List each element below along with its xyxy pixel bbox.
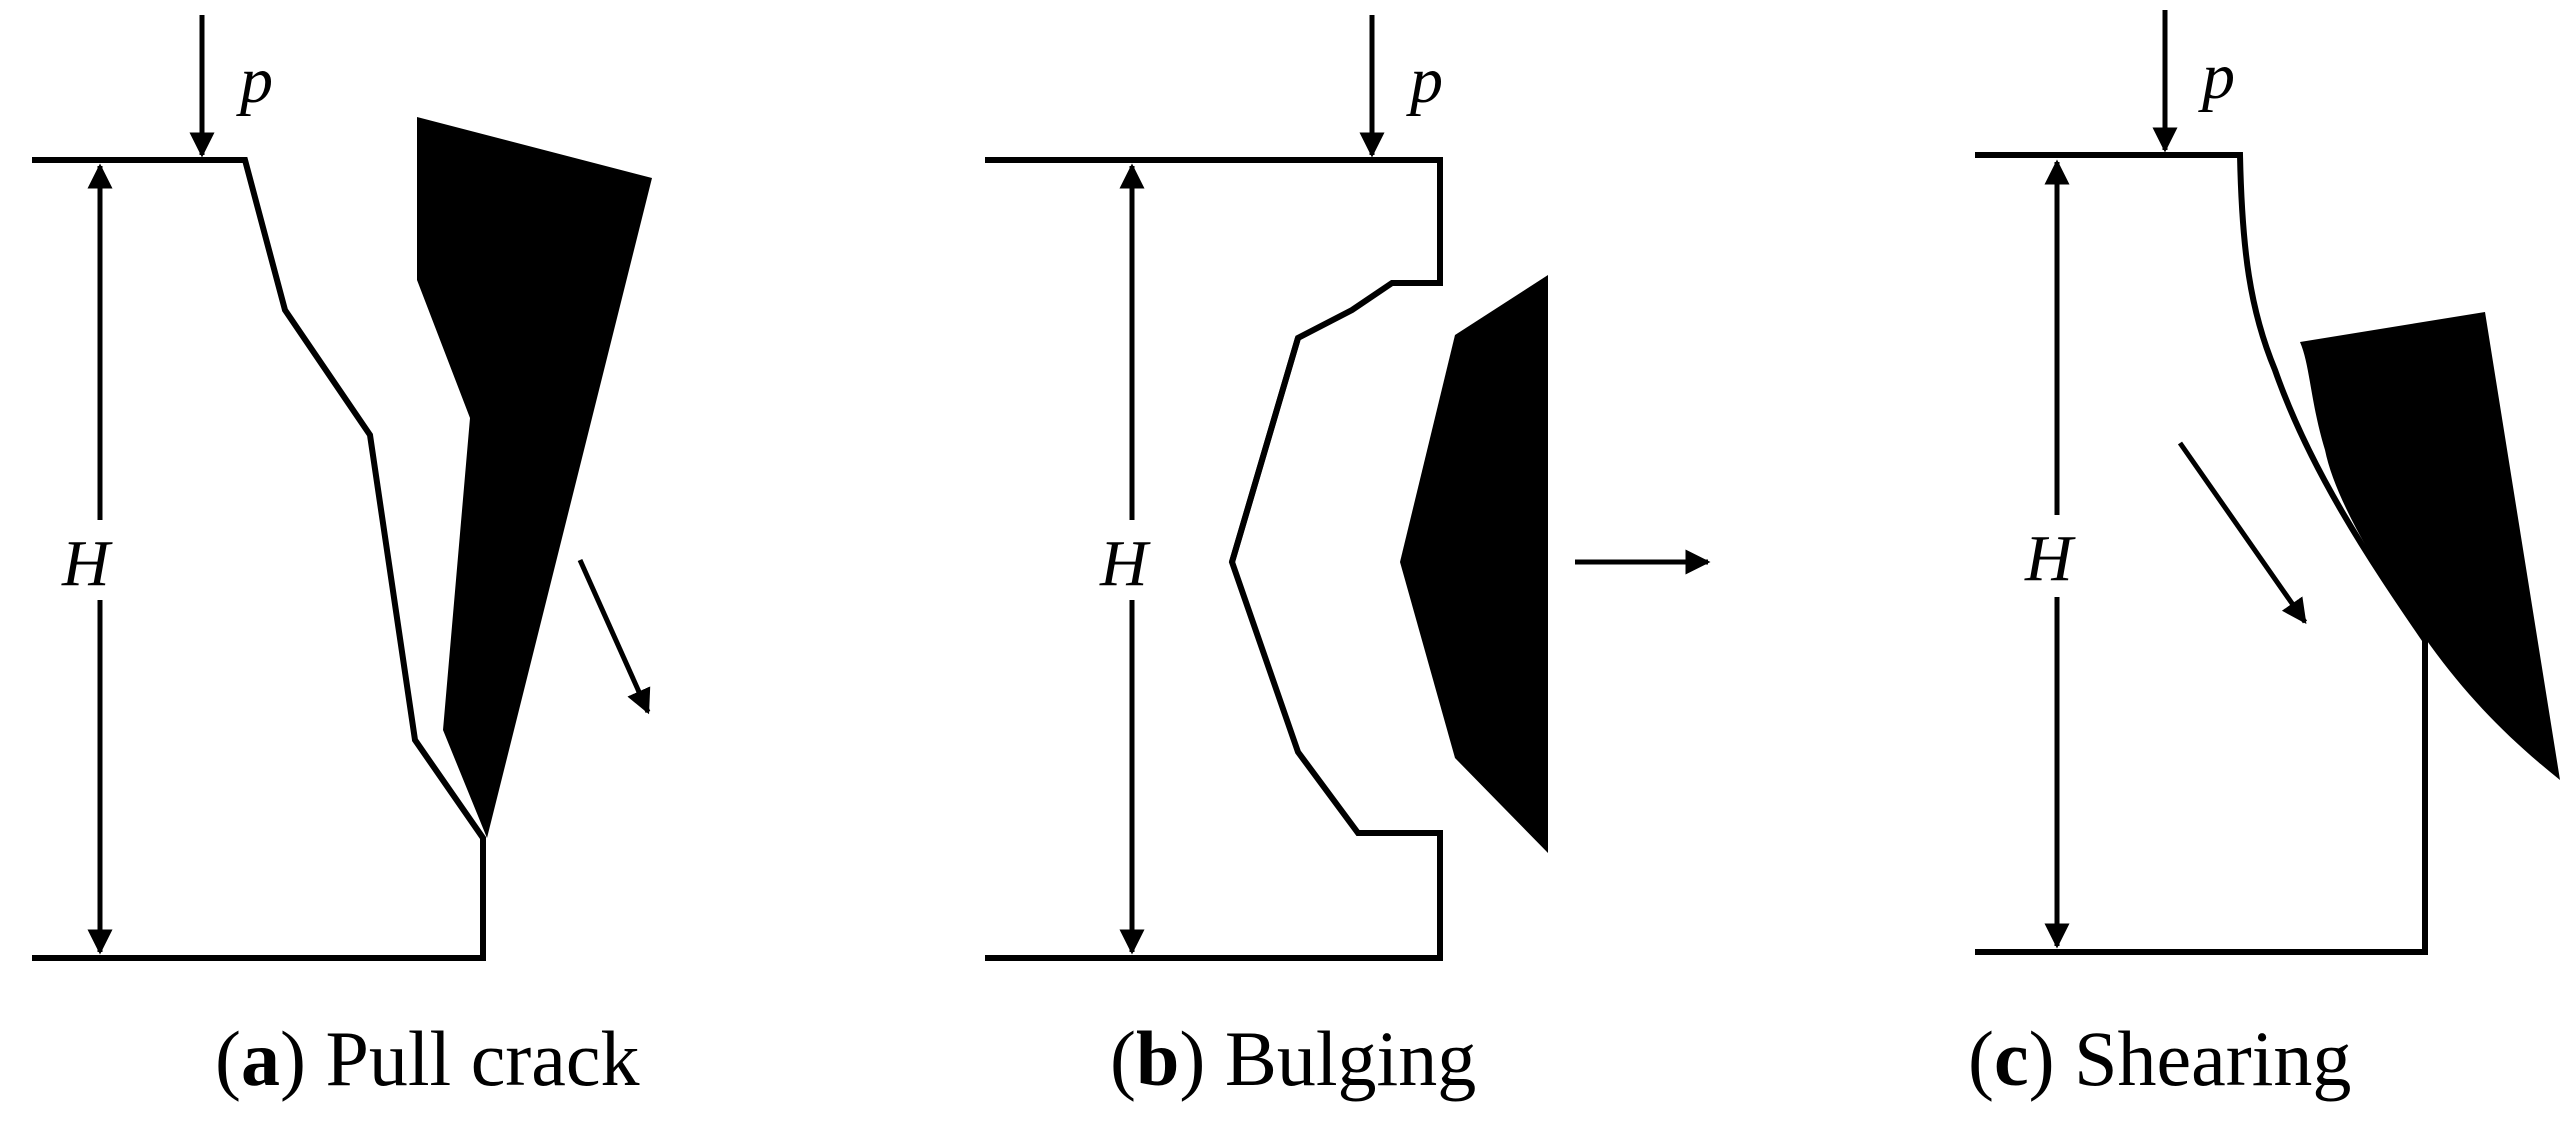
- panel-b-slope-outline-lower: [985, 337, 1443, 961]
- panel-a-caption-letter: a: [241, 1015, 280, 1102]
- panel-a-load-label: p: [236, 44, 273, 117]
- panel-a-sliding-block: [417, 117, 652, 838]
- panel-c-caption-letter: c: [1994, 1015, 2029, 1102]
- panel-c-slope-outline: [1975, 152, 2428, 955]
- panel-c-load-label: p: [2198, 40, 2235, 113]
- panel-b-load-label: p: [1406, 44, 1443, 117]
- panel-a-caption-text: Pull crack: [306, 1015, 640, 1102]
- panel-c-caption: (c) Shearing: [1968, 1015, 2351, 1102]
- panel-a-height-label: H: [61, 527, 113, 600]
- panel-c-caption-close: ): [2029, 1015, 2055, 1102]
- panel-b-bulging: p H (b) Bulging: [985, 15, 1711, 1102]
- panel-a-slope-outline: [32, 157, 486, 961]
- panel-a-caption-close: ): [280, 1015, 306, 1102]
- panel-b-caption-letter: b: [1136, 1015, 1179, 1102]
- panel-c-motion-arrow: [2177, 441, 2308, 625]
- panel-b-slope-outline-upper: [985, 157, 1443, 563]
- panel-a-motion-arrow: [577, 558, 651, 715]
- panel-b-bulging-block: [1400, 275, 1548, 853]
- panel-c-caption-open: (: [1968, 1015, 1994, 1102]
- panel-c-shearing: p H (c) Shearing: [1968, 10, 2560, 1102]
- panel-c-height-label: H: [2024, 522, 2076, 595]
- panel-a-caption-open: (: [215, 1015, 241, 1102]
- panel-b-caption-close: ): [1179, 1015, 1205, 1102]
- panel-c-caption-text: Shearing: [2055, 1015, 2352, 1102]
- panel-b-caption-open: (: [1110, 1015, 1136, 1102]
- panel-c-shear-block: [2300, 312, 2560, 780]
- panel-b-height-label: H: [1099, 527, 1151, 600]
- panel-b-caption: (b) Bulging: [1110, 1015, 1476, 1102]
- panel-a-caption: (a) Pull crack: [215, 1015, 640, 1102]
- panel-a-pull-crack: p H (a) Pull crack: [32, 15, 652, 1102]
- panel-b-caption-text: Bulging: [1205, 1015, 1476, 1102]
